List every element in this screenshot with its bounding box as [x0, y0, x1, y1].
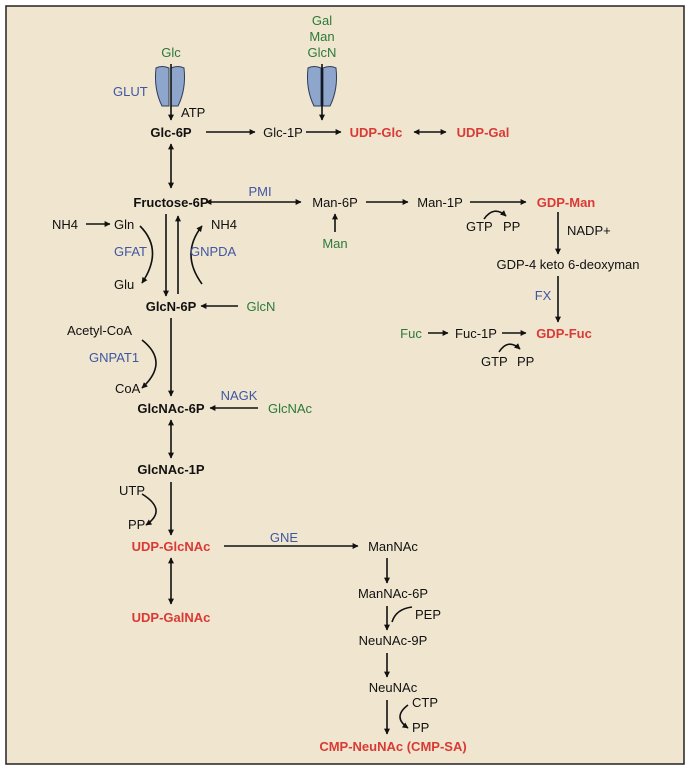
nucleotide-sugar-udp-glcnac: UDP-GlcNAc [132, 539, 211, 554]
metabolite-man6p: Man-6P [312, 195, 358, 210]
arc-ctp-to-pp [399, 704, 409, 729]
sugar-glcn-top: GlcN [308, 45, 337, 60]
cofactor-pp-ctp: PP [412, 720, 429, 735]
metabolite-glcnac1p: GlcNAc-1P [137, 462, 205, 477]
metabolite-fuc1p: Fuc-1P [455, 326, 497, 341]
cofactor-pep: PEP [415, 607, 441, 622]
cofactors: ATP NH4 Gln Glu NH4 GTP PP NADP+ GTP PP … [52, 105, 611, 735]
sugar-glc: Glc [161, 45, 181, 60]
cofactor-utp: UTP [119, 483, 145, 498]
transporter-channel-icon [155, 66, 185, 107]
cofactor-nh4-right: NH4 [211, 217, 237, 232]
enzyme-glut: GLUT [113, 84, 148, 99]
arc-acetylcoa-to-coa [141, 339, 157, 389]
metabolite-glc6p: Glc-6P [150, 125, 192, 140]
metabolite-man1p: Man-1P [417, 195, 463, 210]
enzymes: GLUT PMI GFAT GNPDA GNPAT1 NAGK GNE FX [89, 84, 552, 545]
cofactor-gln: Gln [114, 217, 134, 232]
enzyme-gnpat1: GNPAT1 [89, 350, 139, 365]
cofactor-coa: CoA [115, 381, 141, 396]
enzyme-pmi: PMI [248, 184, 271, 199]
sugar-glcn-side: GlcN [247, 299, 276, 314]
external-sugars: Glc Gal Man GlcN Man GlcN GlcNAc Fuc [161, 13, 422, 416]
sugar-man-bottom: Man [322, 236, 347, 251]
enzyme-gnpda: GNPDA [190, 244, 237, 259]
metabolite-mannac: ManNAc [368, 539, 418, 554]
cofactor-pp-utp: PP [128, 517, 145, 532]
cofactor-ctp: CTP [412, 695, 438, 710]
metabolite-neunac: NeuNAc [369, 680, 418, 695]
nucleotide-sugar-udp-gal: UDP-Gal [457, 125, 510, 140]
sugar-glcnac-side: GlcNAc [268, 401, 313, 416]
metabolite-neunac9p: NeuNAc-9P [359, 633, 428, 648]
cofactor-nadp: NADP+ [567, 223, 611, 238]
arc-gtp-pp-man [483, 210, 507, 220]
cofactor-gtp-fuc: GTP [481, 354, 508, 369]
nucleotide-sugar-udp-glc: UDP-Glc [350, 125, 403, 140]
cofactor-acetyl-coa: Acetyl-CoA [67, 323, 132, 338]
enzyme-gfat: GFAT [114, 244, 147, 259]
metabolite-glcn6p: GlcN-6P [146, 299, 197, 314]
nucleotide-sugar-cmp-neunac: CMP-NeuNAc (CMP-SA) [319, 739, 466, 754]
metabolites: Glc-6P Glc-1P Fructose-6P Man-6P Man-1P … [133, 125, 639, 695]
enzyme-nagk: NAGK [221, 388, 258, 403]
nucleotide-sugar-udp-galnac: UDP-GalNAc [132, 610, 211, 625]
arc-pep [391, 606, 413, 623]
cofactor-pp-man: PP [503, 219, 520, 234]
cofactor-nh4-left: NH4 [52, 217, 78, 232]
cofactor-atp: ATP [181, 105, 205, 120]
transporter-channel-icon [307, 66, 337, 107]
arc-utp-to-pp [141, 493, 157, 526]
sugar-man-top: Man [309, 29, 334, 44]
metabolite-glc1p: Glc-1P [263, 125, 303, 140]
metabolite-mannac6p: ManNAc-6P [358, 586, 428, 601]
enzyme-fx: FX [535, 288, 552, 303]
cofactor-glu: Glu [114, 277, 134, 292]
metabolite-glcnac6p: GlcNAc-6P [137, 401, 205, 416]
arc-nh4-release [190, 225, 203, 285]
diagram-background [5, 5, 685, 765]
arc-gtp-pp-fuc [498, 343, 521, 353]
nucleotide-sugar-gdp-fuc: GDP-Fuc [536, 326, 592, 341]
metabolite-fructose6p: Fructose-6P [133, 195, 208, 210]
pathway-arrows [86, 64, 561, 735]
enzyme-gne: GNE [270, 530, 299, 545]
arc-gln-to-glu [139, 225, 154, 284]
cofactor-pp-fuc: PP [517, 354, 534, 369]
sugar-gal: Gal [312, 13, 332, 28]
sugar-fuc: Fuc [400, 326, 422, 341]
nucleotide-sugar-gdp-man: GDP-Man [537, 195, 596, 210]
cofactor-gtp-man: GTP [466, 219, 493, 234]
metabolite-gdp4keto: GDP-4 keto 6-deoxyman [496, 257, 639, 272]
nucleotide-sugars: UDP-Glc UDP-Gal GDP-Man GDP-Fuc UDP-GlcN… [132, 125, 596, 754]
